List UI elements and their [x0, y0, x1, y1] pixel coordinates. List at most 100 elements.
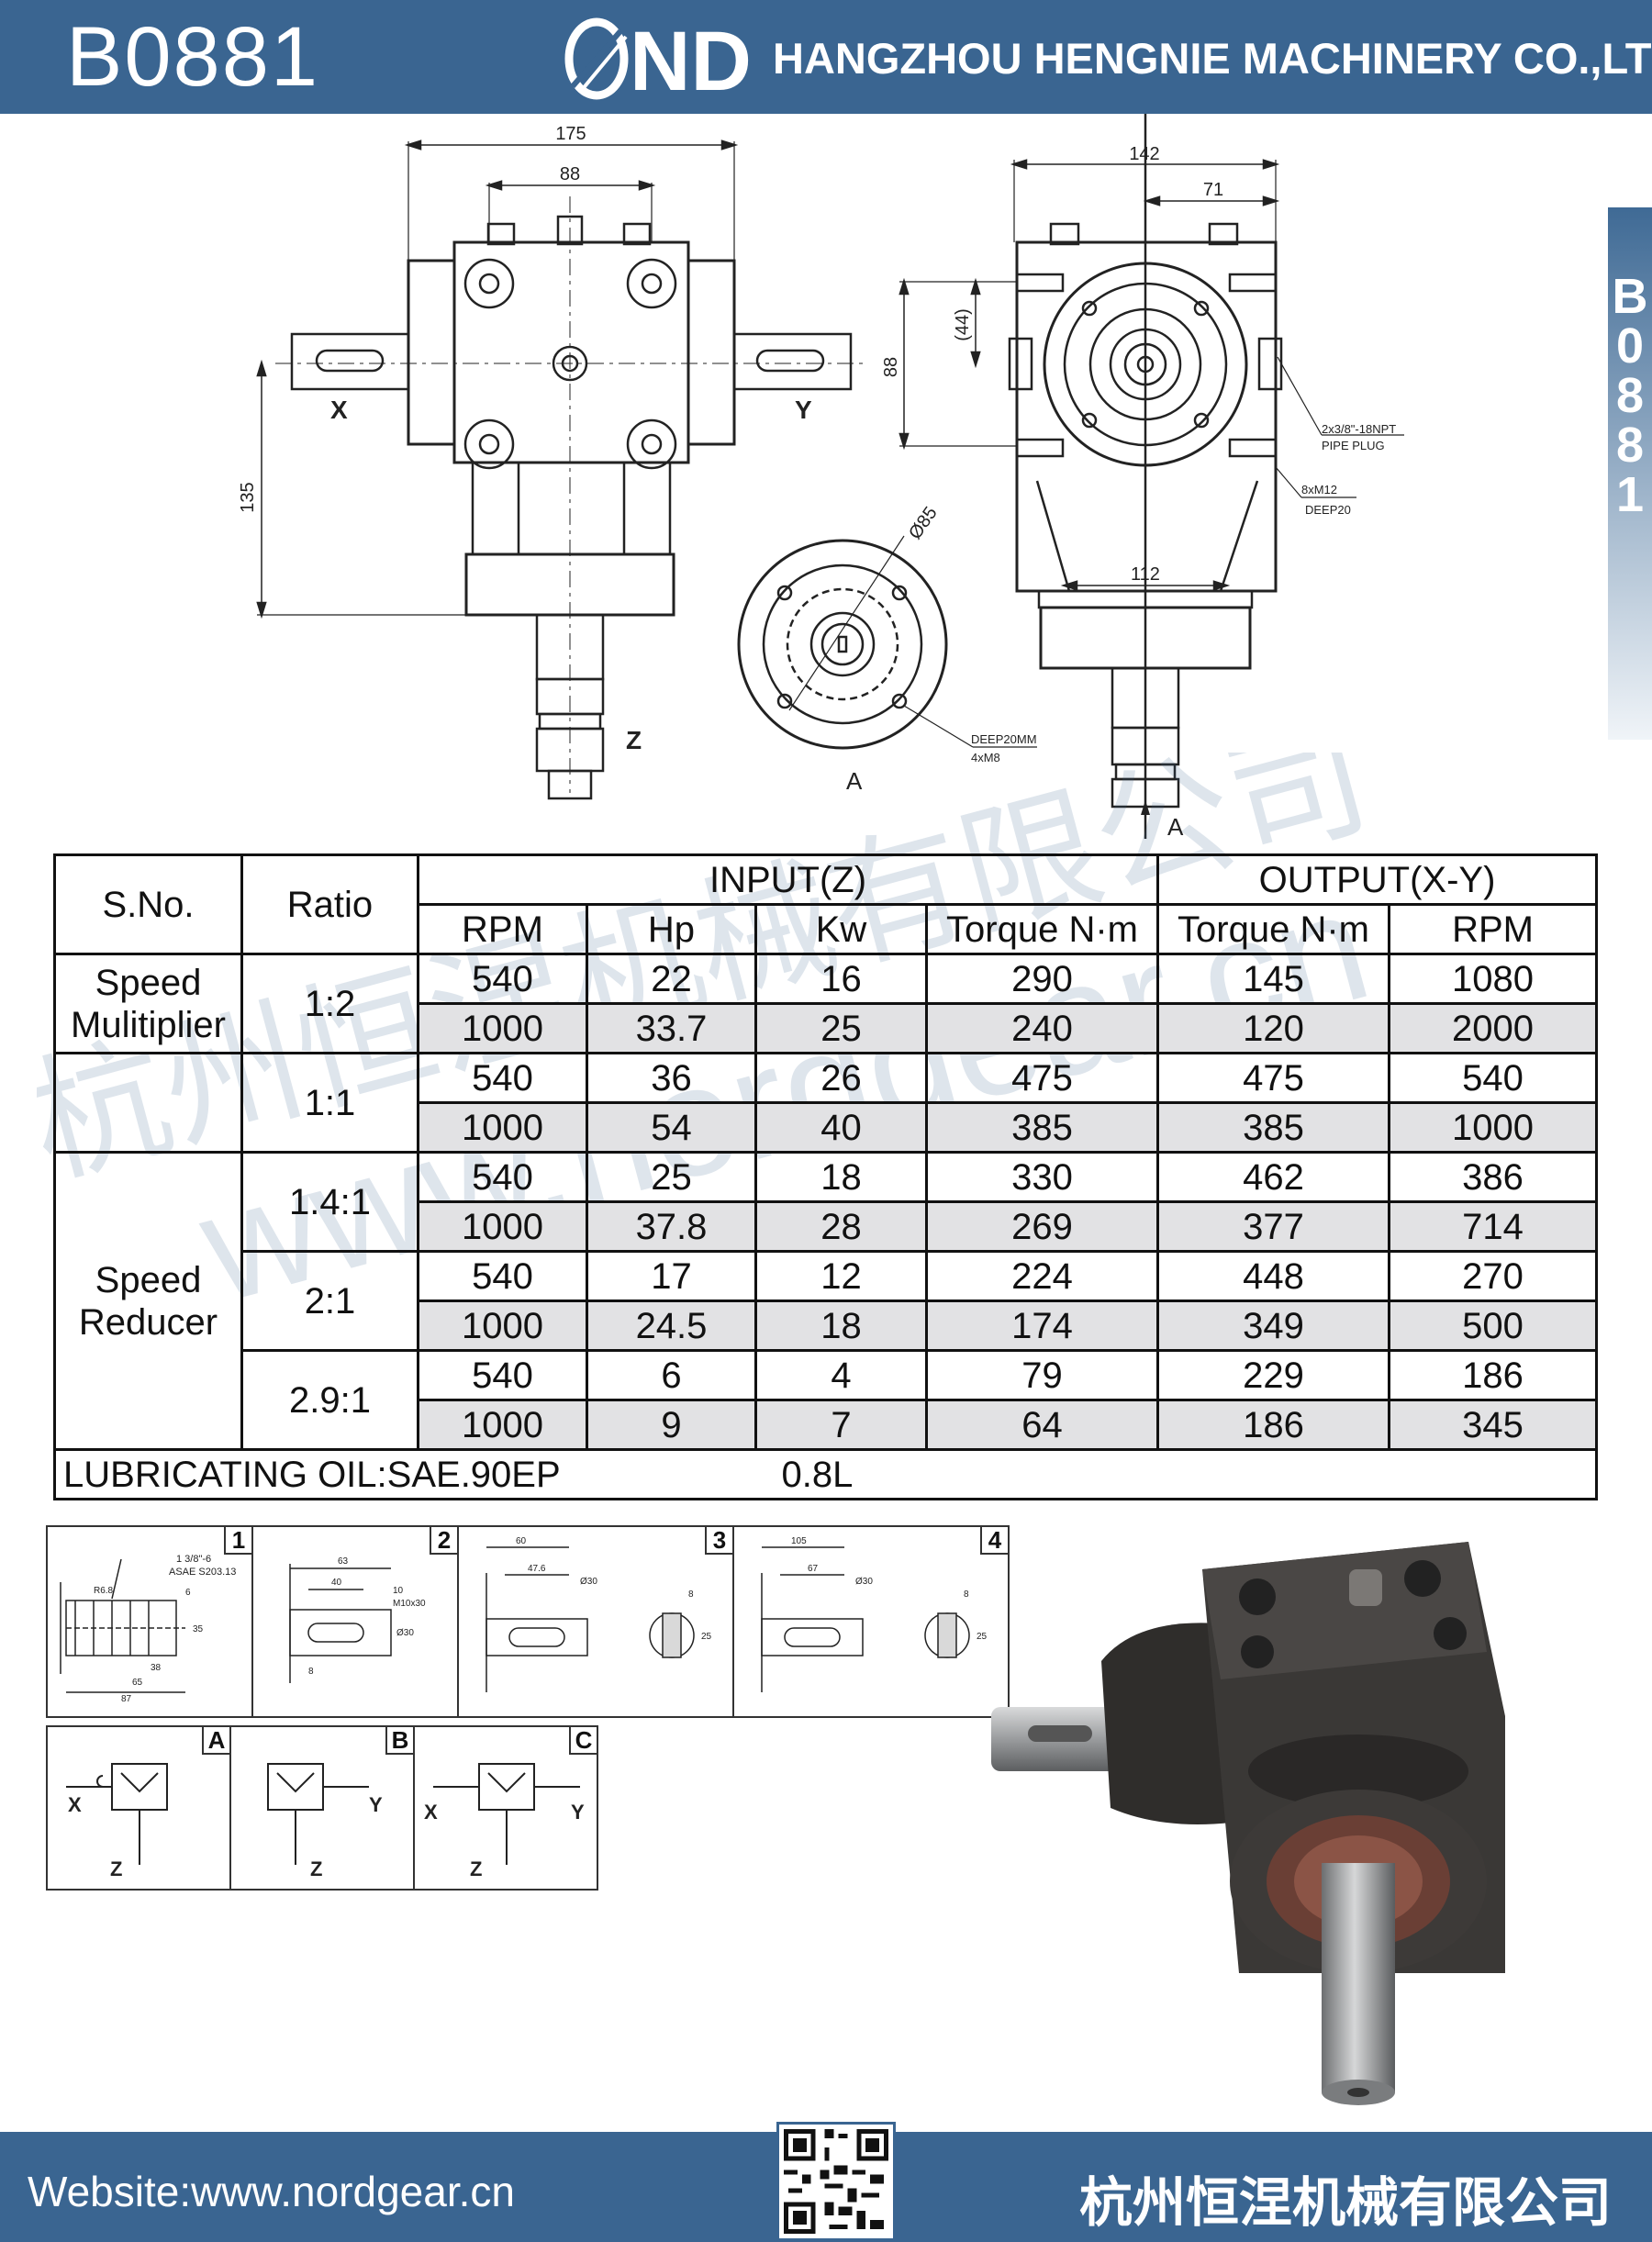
bolt-note-1: 8xM12 [1301, 483, 1337, 496]
table-cell: 330 [924, 1151, 1160, 1203]
table-cell: 18 [754, 1151, 928, 1203]
detail-text: 8 [308, 1667, 314, 1677]
side-view: 142 71 88 (44) 2x3/8"-18NPT PIPE PLUG [881, 114, 1404, 841]
subheader-hp: Hp [586, 903, 757, 955]
arrangement-letter: B [385, 1727, 413, 1755]
detail-number: 3 [705, 1527, 732, 1555]
table-cell: 186 [1156, 1399, 1391, 1451]
arrangement-label-z: Z [470, 1857, 482, 1880]
header-bar: B0881 ND HANGZHOU HENGNIE MACHINERY CO.,… [0, 0, 1652, 114]
table-cell: 16 [754, 953, 928, 1005]
company-logo: ND [564, 15, 752, 105]
table-cell: 540 [417, 1349, 588, 1401]
arrangement-label-y: Y [369, 1793, 383, 1816]
table-row: 1:1 540 36 26 475 475 540 [53, 1052, 1599, 1154]
detail-text: 10 [393, 1586, 404, 1596]
subheader-kw: Kw [754, 903, 928, 955]
table-cell: 462 [1156, 1151, 1391, 1203]
table-cell: 79 [924, 1349, 1160, 1401]
front-view: 175 88 X Y Z [238, 124, 863, 800]
dim-175: 175 [555, 124, 586, 144]
detail-text: 105 [791, 1536, 807, 1546]
table-cell: 120 [1156, 1002, 1391, 1054]
table-cell: 475 [924, 1052, 1160, 1104]
detail-text: 8 [964, 1589, 969, 1600]
table-cell: 224 [924, 1250, 1160, 1302]
table-row: 1000 33.7 25 240 120 2000 [55, 1002, 1599, 1054]
table-cell: 174 [924, 1299, 1160, 1352]
front-label-x: X [330, 396, 348, 424]
table-cell: 240 [924, 1002, 1160, 1054]
side-view-label: A [1167, 813, 1184, 841]
arrangement-b: B Y Z [229, 1725, 415, 1891]
company-name-cn: 杭州恒涅机械有限公司 [1078, 2173, 1612, 2233]
bolt-note-2: DEEP20 [1305, 503, 1351, 517]
table-row: 1000 37.8 28 269 377 714 [55, 1200, 1599, 1253]
dim-71: 71 [1203, 180, 1223, 200]
table-cell: 540 [417, 1052, 588, 1104]
detail-text: 40 [331, 1578, 342, 1588]
side-model-label: B0881 [1612, 269, 1648, 522]
header-ratio: Ratio [240, 853, 419, 955]
flange-note-1: DEEP20MM [971, 732, 1037, 746]
table-cell: 290 [924, 953, 1160, 1005]
table-cell: 1000 [417, 1399, 588, 1451]
table-cell: 714 [1388, 1200, 1599, 1253]
header-input: INPUT(Z) [416, 853, 1160, 906]
arrangement-letter: A [202, 1727, 229, 1755]
group-blank [53, 1052, 243, 1154]
ratio-cell: 1.4:1 [240, 1151, 419, 1253]
ratio-cell: 2.9:1 [240, 1349, 419, 1451]
detail-text: 87 [121, 1694, 132, 1704]
detail-number: 2 [430, 1527, 457, 1555]
logo-text: ND [630, 15, 752, 105]
dim-88: 88 [560, 164, 580, 184]
model-number: B0881 [66, 10, 320, 104]
group-multiplier-line2: Mulitiplier [71, 1004, 226, 1045]
dim-side-88: 88 [881, 357, 901, 377]
detail-text: 25 [977, 1632, 988, 1642]
flange-view: Ø85 DEEP20MM 4xM8 A [737, 503, 1037, 795]
oil-row: LUBRICATING OIL:SAE.90EP 0.8L [52, 1448, 1599, 1500]
flange-view-label: A [846, 767, 863, 795]
table-row: Speed Reducer 1.4:1 540 25 18 330 462 38… [53, 1151, 1599, 1451]
table-cell: 37.8 [586, 1200, 757, 1253]
front-label-z: Z [626, 726, 642, 754]
detail-text: ASAE S203.13 [169, 1567, 236, 1578]
table-row: 1000 9 7 64 186 345 [55, 1399, 1599, 1451]
table-cell: 540 [417, 953, 588, 1005]
group-reducer-line1: Speed [95, 1259, 202, 1300]
ratio-cell: 1:1 [240, 1052, 419, 1154]
table-cell: 4 [754, 1349, 928, 1401]
arrangement-label-z: Z [110, 1857, 122, 1880]
detail-text: 47.6 [528, 1564, 546, 1574]
table-row: 2.9:1 540 6 4 79 229 186 [55, 1349, 1599, 1451]
subheader-rpm-in: RPM [417, 903, 588, 955]
table-cell: 25 [586, 1151, 757, 1203]
table-cell: 1000 [417, 1200, 588, 1253]
table-cell: 24.5 [586, 1299, 757, 1352]
detail-text: 6 [185, 1588, 191, 1598]
detail-text: 35 [193, 1624, 204, 1634]
table-cell: 26 [754, 1052, 928, 1104]
website-link[interactable]: Website:www.nordgear.cn [28, 2168, 515, 2215]
shaft-detail-1: 1 1 3/8"-6 ASAE S203.13 R6.8 6 35 38 65 … [46, 1525, 253, 1718]
table-cell: 377 [1156, 1200, 1391, 1253]
dim-135: 135 [238, 482, 258, 512]
detail-text: Ø30 [396, 1628, 414, 1638]
table-cell: 1000 [417, 1101, 588, 1154]
group-reducer-line2: Reducer [78, 1301, 218, 1343]
front-label-y: Y [795, 396, 812, 424]
subheader-rpm-out: RPM [1388, 903, 1599, 955]
table-cell: 2000 [1388, 1002, 1599, 1054]
table-row: 1000 54 40 385 385 1000 [55, 1101, 1599, 1154]
table-cell: 448 [1156, 1250, 1391, 1302]
detail-text: 8 [688, 1589, 694, 1600]
table-cell: 36 [586, 1052, 757, 1104]
table-cell: 145 [1156, 953, 1391, 1005]
arrangement-a: A X Z [46, 1725, 231, 1891]
table-row: 2:1 540 17 12 224 448 270 [55, 1250, 1599, 1352]
table-cell: 229 [1156, 1349, 1391, 1401]
table-cell: 17 [586, 1250, 757, 1302]
group-speed-multiplier: Speed Mulitiplier [53, 953, 243, 1054]
